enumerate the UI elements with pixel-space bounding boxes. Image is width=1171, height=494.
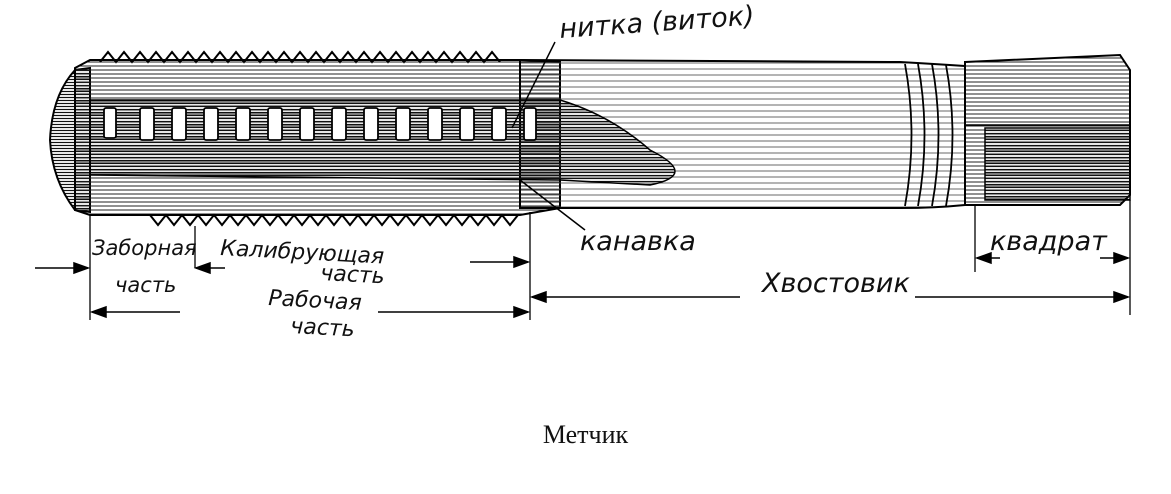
chamfer-label-line1: Заборная bbox=[92, 236, 197, 260]
shank-label: Хвостовик bbox=[760, 268, 910, 299]
groove-label: канавка bbox=[580, 226, 696, 257]
leader-lines bbox=[511, 41, 586, 231]
tap-body bbox=[48, 50, 1131, 227]
flute-teeth bbox=[103, 107, 537, 141]
thread-label: нитка (виток) bbox=[558, 0, 755, 45]
extension-lines bbox=[89, 200, 1131, 320]
square-label: квадрат bbox=[990, 226, 1108, 257]
figure-caption: Метчик bbox=[542, 420, 629, 449]
groove-leader bbox=[519, 179, 586, 231]
working-label-line2: часть bbox=[290, 314, 356, 342]
calibrating-label-line2: часть bbox=[320, 261, 386, 289]
square-face bbox=[984, 127, 1131, 201]
top-thread-profile bbox=[99, 50, 501, 64]
working-label-line1: Рабочая bbox=[268, 286, 363, 316]
chamfer-label-line2: часть bbox=[115, 273, 176, 297]
neck-rings bbox=[904, 63, 954, 207]
bottom-thread-profile bbox=[149, 213, 519, 227]
thread-leader bbox=[511, 41, 556, 129]
dimension-lines bbox=[35, 251, 1131, 319]
